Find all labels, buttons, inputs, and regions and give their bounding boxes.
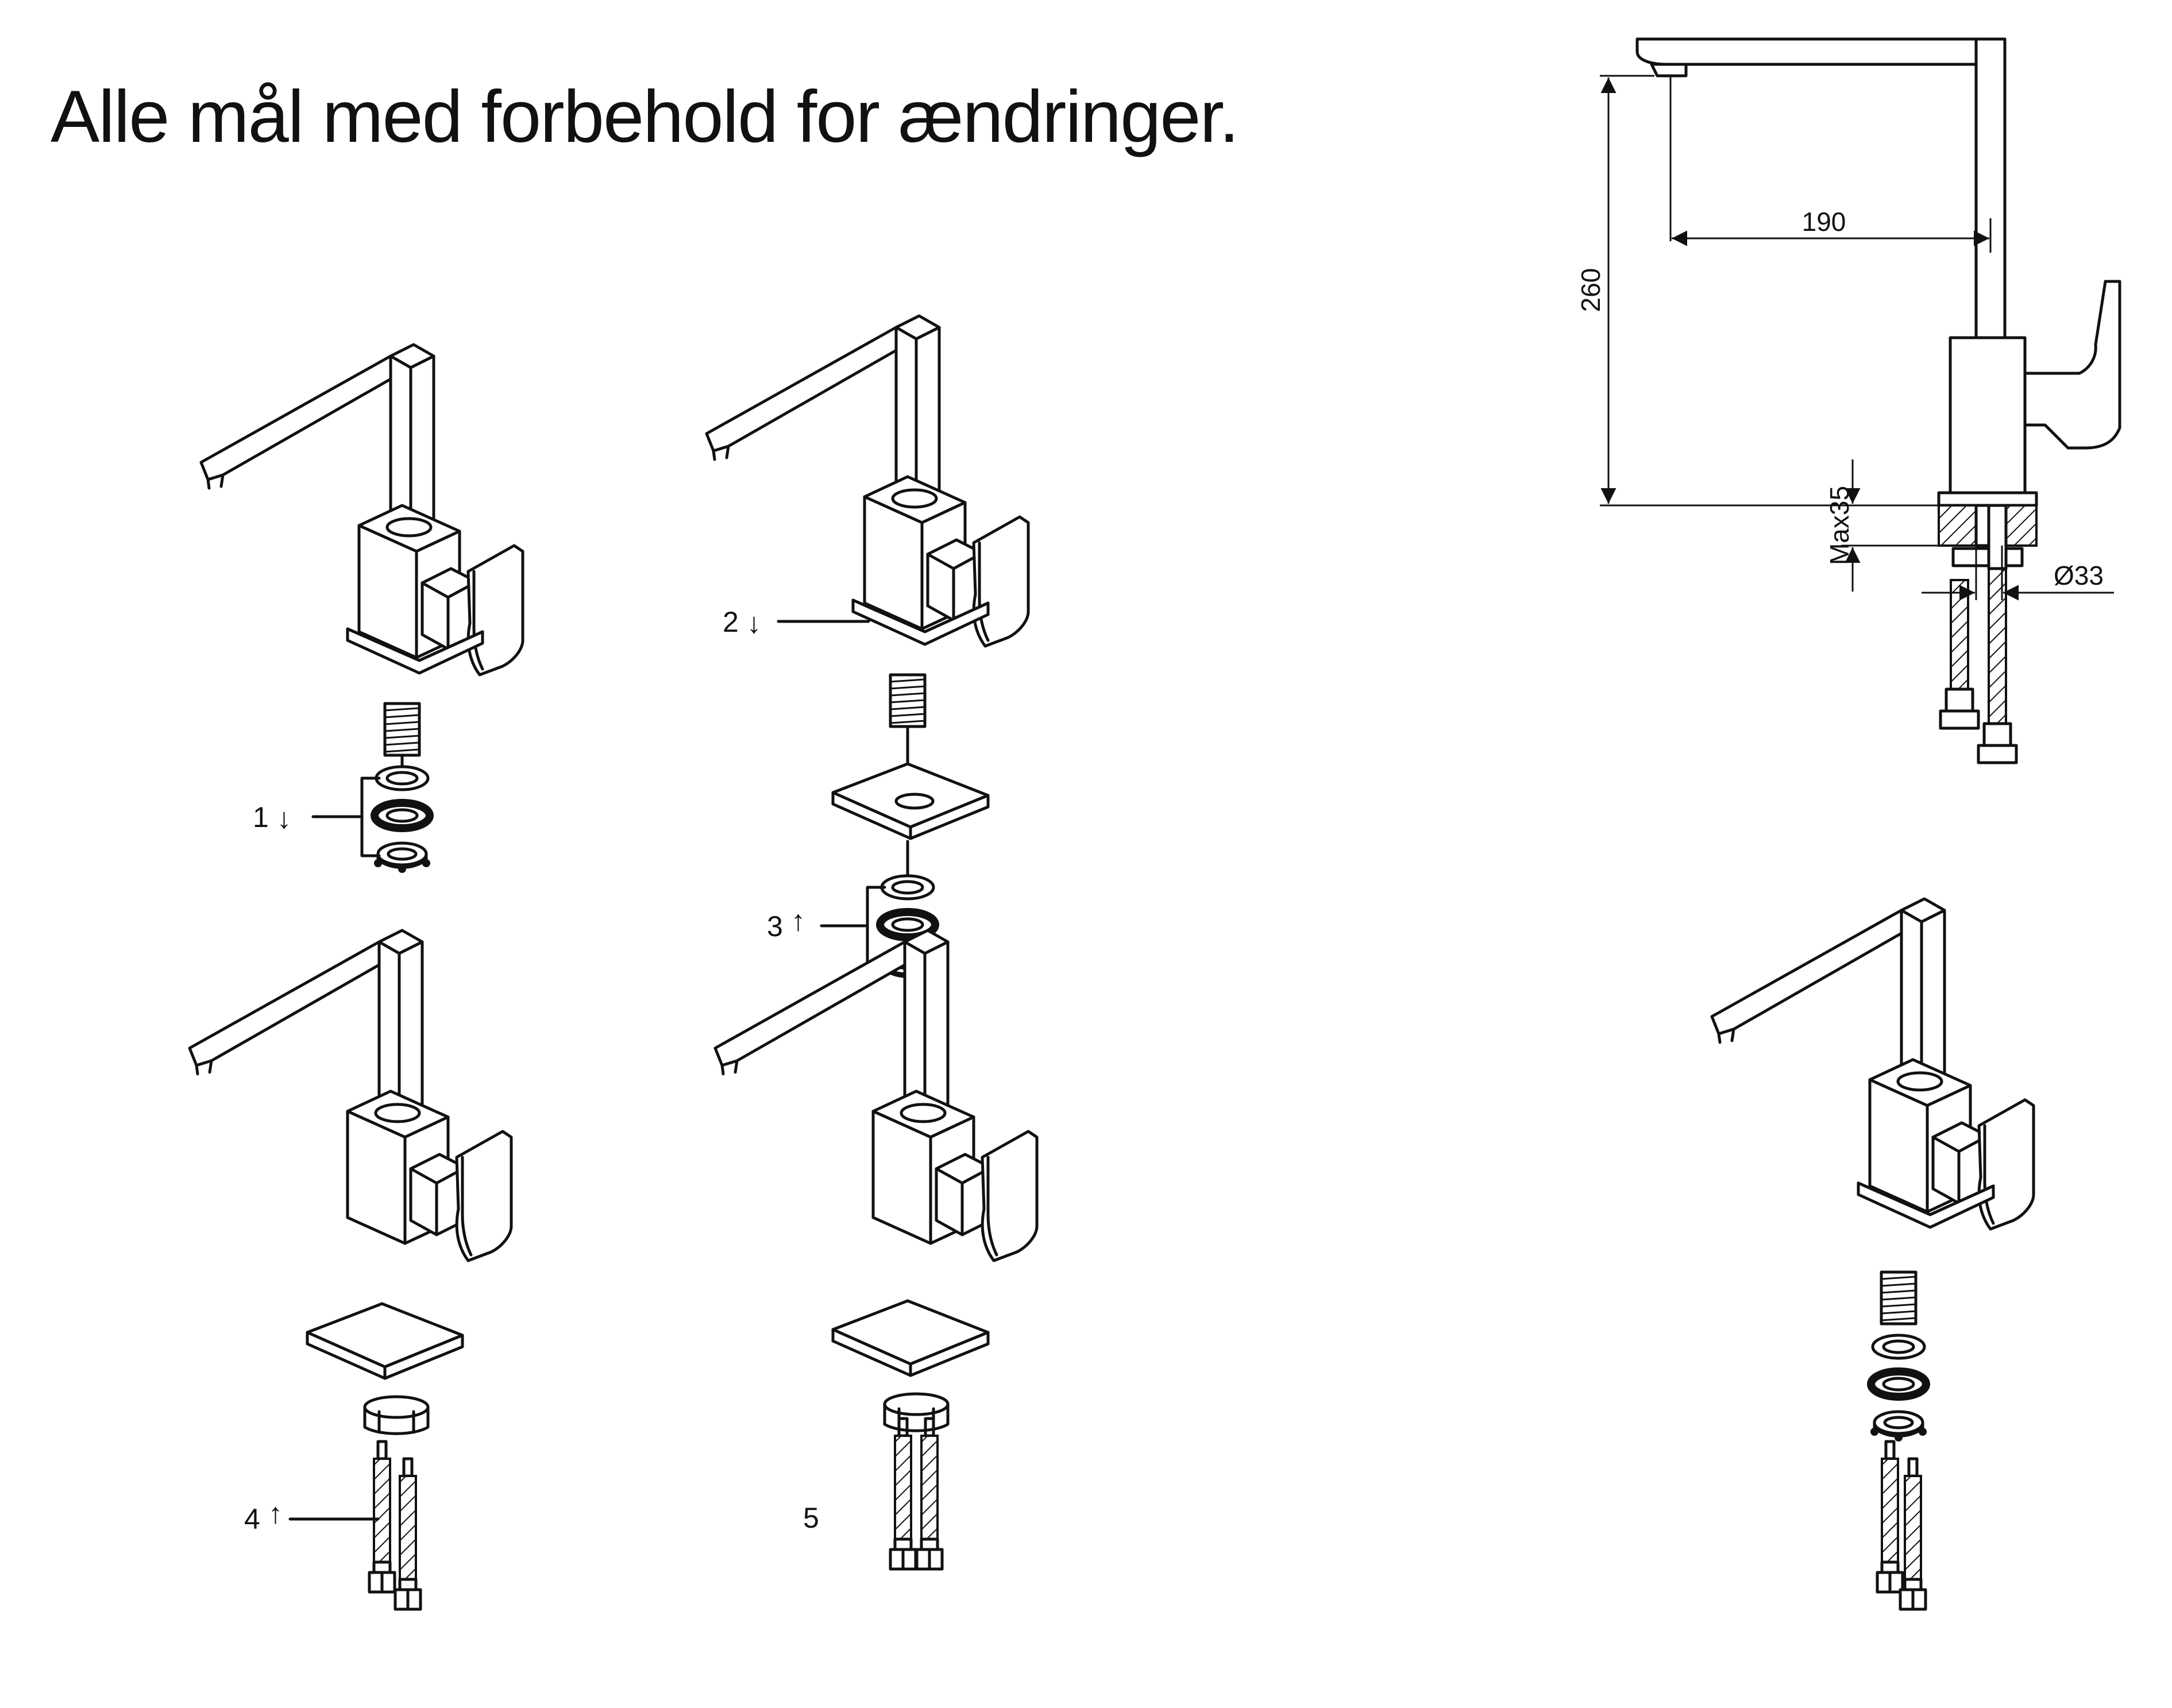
- dimension-max-thickness: Max35: [1824, 486, 1854, 565]
- assembly-step-1: 1 ↓: [201, 345, 523, 873]
- step-2-arrow: ↓: [747, 607, 761, 639]
- exploded-overview: [1712, 899, 2034, 1609]
- step-3-number: 3: [767, 910, 783, 942]
- page-title: Alle mål med forbehold for ændringer.: [51, 76, 1240, 158]
- step-4-arrow: ↑: [268, 1497, 283, 1529]
- dimension-height: 260: [1576, 268, 1606, 312]
- assembly-step-2-3: 2 ↓ 3 ↑: [707, 316, 1028, 982]
- dimension-spout-reach: 190: [1802, 207, 1846, 237]
- step-1-arrow: ↓: [277, 802, 291, 834]
- step-3-arrow: ↑: [791, 905, 805, 937]
- step-1-number: 1: [253, 801, 269, 833]
- assembly-step-5: 5: [715, 930, 1037, 1569]
- step-2-number: 2: [723, 606, 739, 638]
- side-elevation: 190 260 Max35 Ø33: [1576, 37, 2121, 764]
- step-4-number: 4: [244, 1503, 260, 1535]
- step-5-number: 5: [803, 1502, 819, 1534]
- assembly-step-4: 4 ↑: [190, 930, 511, 1609]
- dimension-hole-diameter: Ø33: [2054, 561, 2104, 590]
